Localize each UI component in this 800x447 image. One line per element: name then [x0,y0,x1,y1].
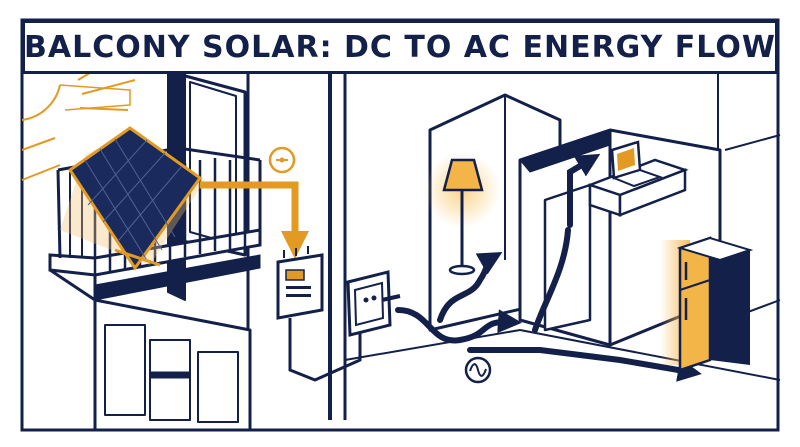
ac-sine-symbol-icon [464,356,492,384]
solar-panel-icon [60,126,205,271]
dc-symbol-icon [268,146,296,174]
micro-inverter-icon [276,246,362,382]
title-banner: BALCONY SOLAR: DC TO AC ENERGY FLOW [22,20,778,74]
refrigerator-icon [660,236,754,372]
wall-outlet-icon [346,270,401,337]
floor-lamp-icon [424,152,500,276]
laptop-icon [586,140,689,217]
ac-flow-lines [395,153,702,382]
diagram-title: BALCONY SOLAR: DC TO AC ENERGY FLOW [24,29,776,65]
dc-flow-line [200,181,309,259]
